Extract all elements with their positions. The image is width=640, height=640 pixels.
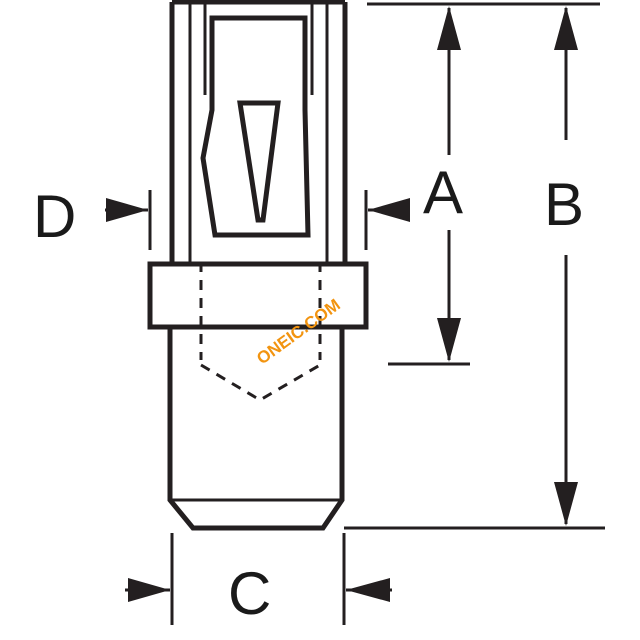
dimension-c: C [125, 533, 392, 627]
dimension-label-d: D [33, 183, 76, 250]
c-arrow-left-head [128, 578, 170, 602]
dimension-d: D [33, 183, 410, 250]
d-arrow-right-head [368, 198, 410, 222]
part-body [147, 0, 369, 531]
inner-slot-walls [188, 2, 329, 262]
dimension-label-b: B [544, 171, 584, 238]
a-upper-arrowhead [437, 6, 461, 50]
dimension-b: B [344, 6, 605, 530]
finger-inner-lines [210, 18, 307, 110]
dimension-a: A [367, 2, 600, 366]
watermark-text: ONEIC.COM [253, 295, 344, 368]
hidden-bore-lines [199, 262, 322, 360]
flange [147, 261, 369, 330]
hidden-bore-point [200, 363, 321, 402]
center-wedge [237, 100, 281, 223]
c-arrow-right-head [346, 578, 390, 602]
b-lower-arrowhead [554, 482, 578, 526]
lower-shank [167, 327, 345, 531]
dimension-label-a: A [423, 159, 463, 226]
upper-body-outline [169, 0, 348, 265]
b-upper-arrowhead [554, 6, 578, 50]
a-lower-arrowhead [437, 318, 461, 362]
dimension-label-c: C [228, 560, 271, 627]
d-arrow-left-head [106, 198, 148, 222]
